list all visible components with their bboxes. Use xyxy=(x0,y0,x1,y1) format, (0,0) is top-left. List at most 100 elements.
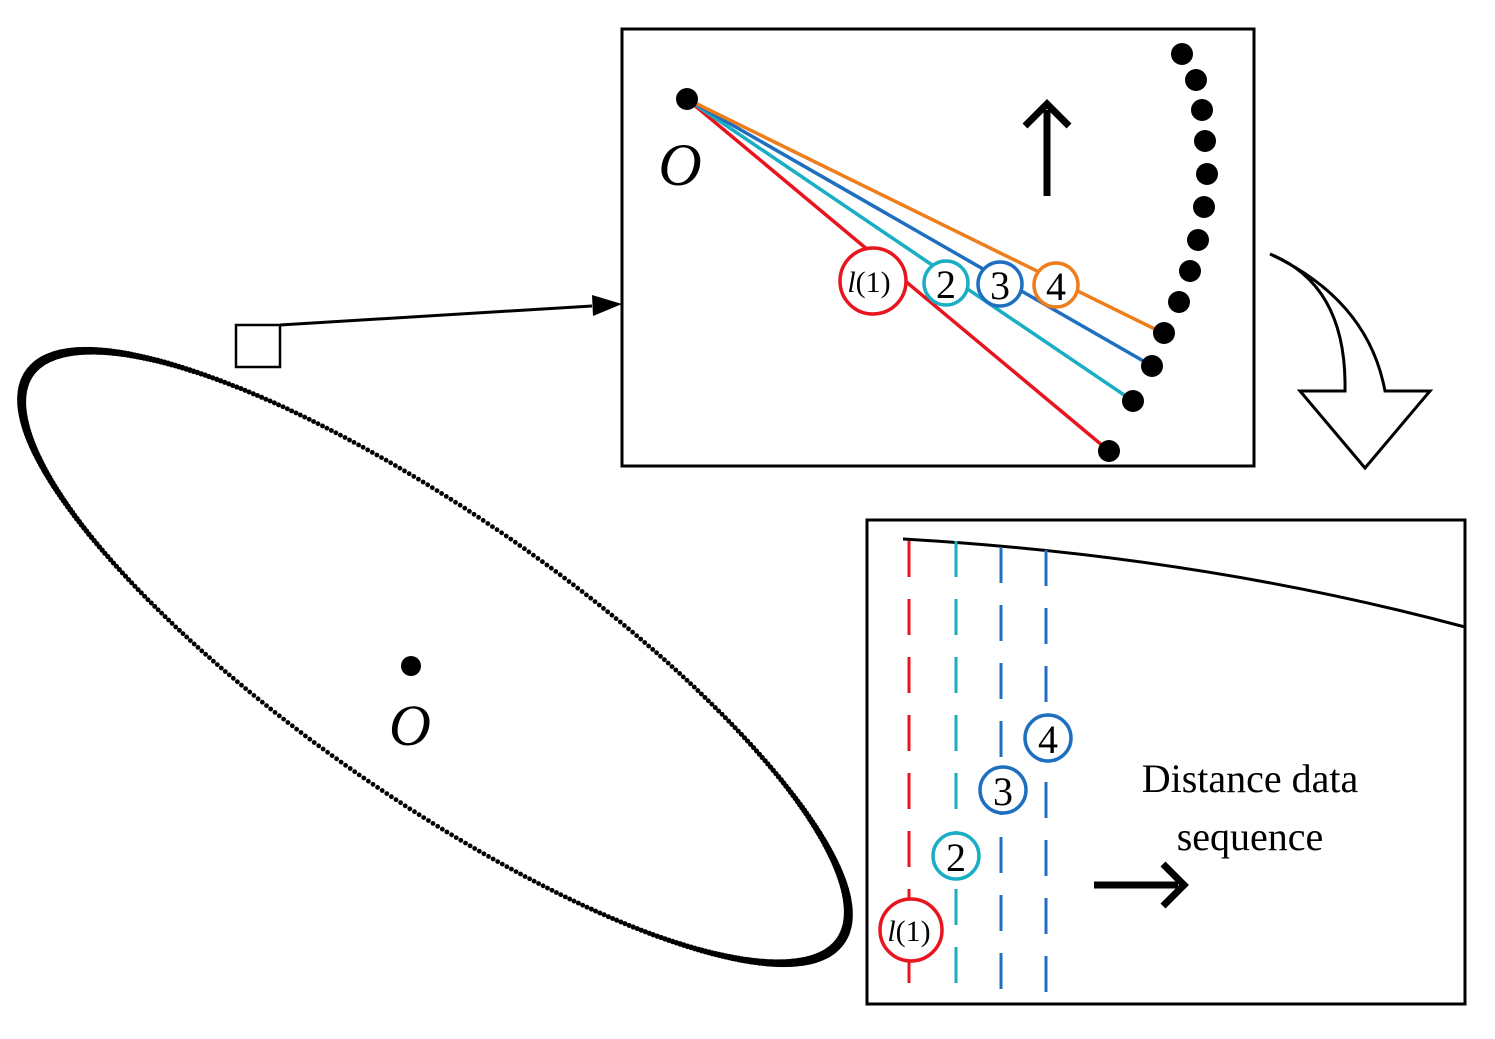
ellipse-point xyxy=(680,674,686,680)
inset-origin-point xyxy=(676,88,698,110)
ellipse-point xyxy=(522,874,528,879)
ellipse-point xyxy=(360,444,366,450)
ellipse-point xyxy=(741,735,748,741)
ellipse-point xyxy=(480,518,486,523)
ellipse-point xyxy=(626,922,632,928)
ellipse-point xyxy=(738,731,744,737)
ellipse-point xyxy=(508,536,514,542)
ellipse-point xyxy=(435,823,441,829)
ellipse-point xyxy=(276,402,282,408)
ellipse-point xyxy=(242,387,248,393)
svg-text:4: 4 xyxy=(1046,264,1066,309)
ellipse-point xyxy=(522,546,527,552)
ellipse-point xyxy=(626,626,631,632)
ellipse-point xyxy=(467,508,472,514)
ellipse-point xyxy=(247,689,253,695)
ellipse-point xyxy=(306,416,312,422)
ray-label-1: l(1) xyxy=(838,246,908,316)
ellipse-point xyxy=(613,616,619,621)
ellipse-point xyxy=(638,927,644,933)
ellipse-point xyxy=(558,892,564,898)
ellipse-point xyxy=(513,869,519,875)
ellipse-point xyxy=(571,582,576,588)
ellipse-point xyxy=(320,746,326,752)
ellipse-point xyxy=(536,881,542,886)
ellipse-point xyxy=(338,759,344,765)
ellipse-point xyxy=(176,627,182,633)
ellipse-point xyxy=(218,378,224,384)
ellipse-point-cloud xyxy=(17,346,853,968)
ellipse-point xyxy=(726,718,732,724)
sequence-inset-content: l(1) 2 3 4 Distance data sequence xyxy=(878,537,1466,1004)
ellipse-point xyxy=(630,924,636,930)
ellipse-point xyxy=(614,917,620,923)
zoom-region-box xyxy=(234,323,282,369)
ellipse-point xyxy=(297,412,303,418)
ellipse-point xyxy=(557,572,563,578)
ellipse-point xyxy=(575,900,581,906)
ellipse-point xyxy=(126,577,132,583)
ray-inset-content: O l(1) 2 3 4 xyxy=(658,43,1218,462)
ellipse-point xyxy=(210,658,216,664)
ellipse-point xyxy=(567,896,573,902)
ellipse-point xyxy=(535,556,541,561)
ellipse-point xyxy=(753,748,760,754)
ellipse-point xyxy=(406,471,412,477)
ellipse-point xyxy=(397,465,403,471)
distance-label-1: l(1) xyxy=(878,897,944,963)
ellipse-point xyxy=(366,778,371,784)
ellipse-point xyxy=(709,701,715,707)
ellipse-point xyxy=(268,706,274,712)
ellipse-point xyxy=(584,904,590,910)
ellipse-point xyxy=(110,560,117,566)
ellipse-point xyxy=(298,730,304,735)
ellipse-point xyxy=(325,749,330,755)
ellipse-point xyxy=(579,589,585,594)
ellipse-point xyxy=(267,398,273,404)
ray-3 xyxy=(686,97,1153,368)
ellipse-point xyxy=(159,610,165,616)
ellipse-point xyxy=(654,933,660,939)
ellipse-point xyxy=(661,657,667,663)
boundary-point xyxy=(1179,260,1201,282)
ray-4 xyxy=(686,97,1164,335)
ellipse-point xyxy=(588,906,594,912)
svg-text:l(1): l(1) xyxy=(887,915,930,948)
ellipse-point xyxy=(343,762,348,768)
ellipse-point xyxy=(712,705,718,711)
ellipse-point xyxy=(379,455,384,460)
ellipse-point xyxy=(173,624,179,630)
ellipse-point xyxy=(334,756,339,762)
ellipse-point xyxy=(426,818,431,823)
ellipse-point xyxy=(494,527,500,533)
ellipse-point xyxy=(457,502,463,508)
ellipse-point xyxy=(284,406,290,412)
boundary-point xyxy=(1168,291,1190,313)
ellipse-point xyxy=(593,908,599,914)
ellipse-point xyxy=(324,425,330,431)
distance-label-3: 3 xyxy=(978,765,1028,815)
distance-curve xyxy=(902,537,1466,629)
ellipse-point xyxy=(145,597,151,603)
svg-text:l(1): l(1) xyxy=(847,266,890,299)
ellipse-point xyxy=(444,829,450,835)
ellipse-point xyxy=(463,840,468,846)
ray-label-4: 4 xyxy=(1032,261,1080,309)
ellipse-point xyxy=(722,715,728,721)
ellipse-point xyxy=(122,573,129,579)
ellipse-point xyxy=(531,878,537,884)
ellipse-point xyxy=(588,595,594,601)
ellipse-point xyxy=(184,634,190,640)
ellipse-point xyxy=(166,617,172,623)
ellipse-point xyxy=(553,569,559,574)
ellipse-point xyxy=(449,832,454,838)
boundary-point xyxy=(1171,43,1193,65)
ellipse-point xyxy=(375,785,380,790)
ellipse-point xyxy=(383,457,389,463)
ellipse-point xyxy=(575,585,581,591)
ellipse-point xyxy=(152,603,158,609)
ellipse-point xyxy=(293,410,299,416)
ellipse-point xyxy=(235,679,240,685)
ellipse-point xyxy=(230,382,236,388)
